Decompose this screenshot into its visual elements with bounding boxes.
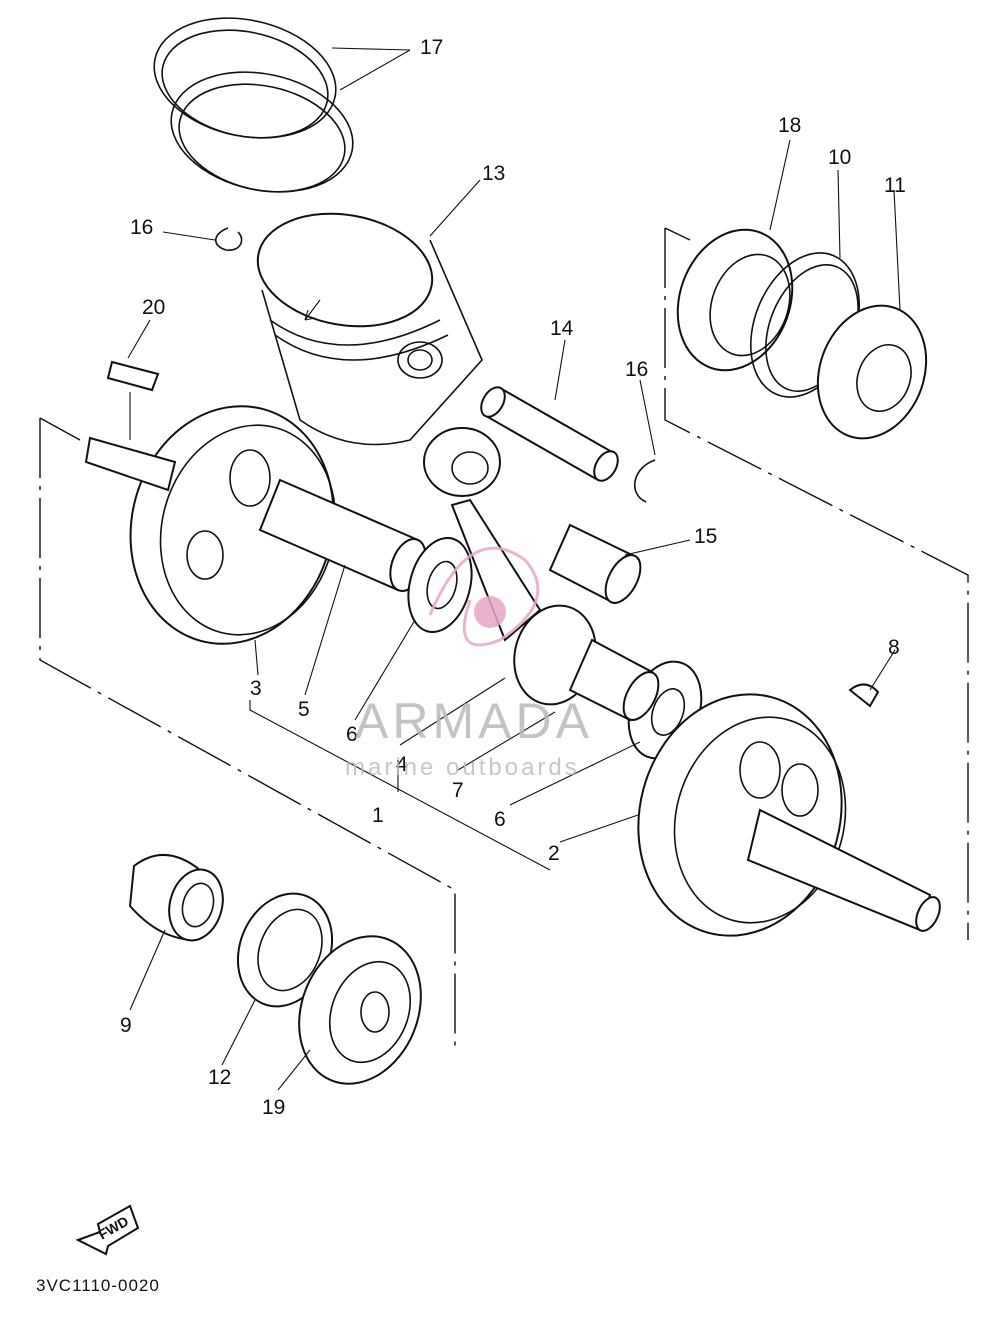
bearing-19-drawing: [298, 935, 422, 1085]
label-16-left: 16: [130, 216, 153, 239]
oil-seal-11-drawing: [816, 304, 928, 440]
label-6-left: 6: [346, 723, 358, 746]
watermark-logo-icon: [428, 546, 540, 647]
watermark-title: ARMADA: [355, 693, 593, 749]
piston-pin-drawing: [480, 386, 619, 482]
label-7: 7: [452, 779, 464, 802]
watermark-subtitle: marine outboards: [345, 754, 580, 781]
crank-left-drawing: [84, 405, 427, 645]
needle-bearing-15-drawing: [548, 523, 642, 604]
leader-lines: [127, 47, 901, 1091]
label-16-right: 16: [625, 358, 648, 381]
label-18: 18: [778, 114, 801, 137]
label-12: 12: [208, 1066, 231, 1089]
key-drawing: [106, 360, 160, 392]
part-labels: 17 13 16 20 14 16 18 10 11 15 8 3 5 6 4 …: [120, 36, 906, 1119]
group-frame-right: [664, 227, 969, 940]
label-8: 8: [888, 636, 900, 659]
washer-left-drawing: [407, 536, 473, 634]
label-14: 14: [550, 317, 574, 340]
label-2: 2: [548, 842, 560, 865]
crank-right-drawing: [637, 693, 941, 937]
group-frame-left: [39, 417, 456, 1050]
circlip-right-drawing: [633, 459, 656, 503]
label-13: 13: [482, 162, 505, 185]
label-1: 1: [372, 804, 384, 827]
figure-code: 3VC1110-0020: [36, 1276, 160, 1295]
circlip-left-drawing: [214, 227, 243, 251]
label-20: 20: [142, 296, 165, 319]
piston-drawing: [256, 212, 483, 446]
watermark: ARMADA marine outboards: [345, 546, 593, 781]
label-19: 19: [262, 1096, 285, 1119]
label-11: 11: [884, 174, 906, 197]
label-15: 15: [694, 525, 717, 548]
collar-9-drawing: [128, 853, 224, 942]
fwd-arrow-icon: FWD: [75, 1204, 140, 1256]
label-10: 10: [828, 146, 851, 169]
label-9: 9: [120, 1014, 132, 1037]
needle-bearing-7-drawing: [568, 638, 660, 722]
label-3: 3: [250, 677, 262, 700]
bearing-18-drawing: [676, 228, 794, 372]
label-5: 5: [298, 698, 310, 721]
label-4: 4: [396, 753, 408, 776]
label-6-right: 6: [494, 808, 506, 831]
piston-rings-drawing: [153, 17, 354, 193]
woodruff-key-drawing: [848, 683, 880, 708]
label-17: 17: [420, 36, 443, 59]
